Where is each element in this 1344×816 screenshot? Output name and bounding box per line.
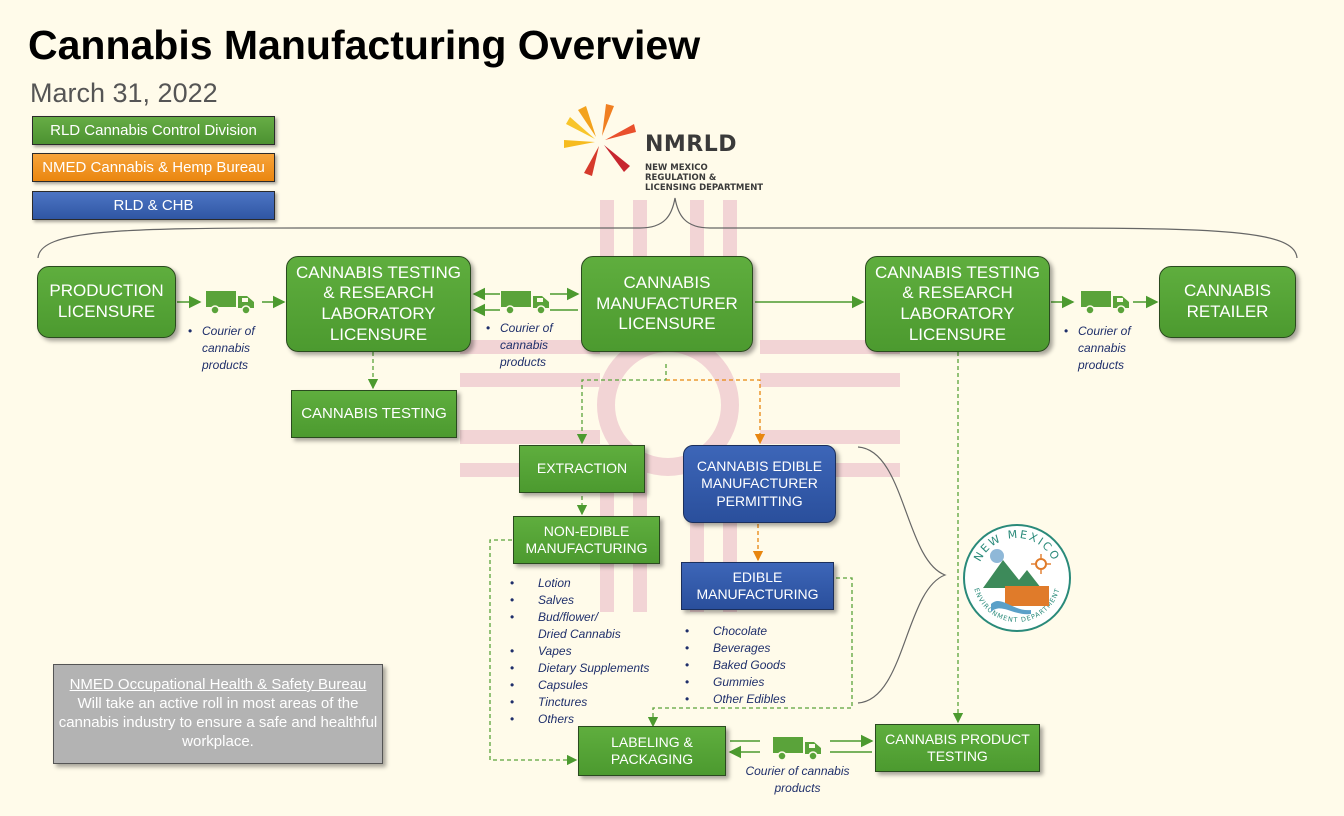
node-production-licensure: PRODUCTION LICENSURE	[37, 266, 176, 338]
page-date: March 31, 2022	[30, 78, 218, 108]
page-title: Cannabis Manufacturing Overview	[28, 22, 701, 68]
nmrld-logo-icon	[564, 104, 636, 176]
list-item: Gummies	[685, 674, 835, 691]
list-item: Tinctures	[510, 694, 680, 711]
node-cannabis-retailer: CANNABIS RETAILER	[1159, 266, 1296, 338]
node-manufacturer-licensure: CANNABIS MANUFACTURER LICENSURE	[581, 256, 753, 352]
legend-rld-chb: RLD & CHB	[32, 191, 275, 220]
truck-icon	[206, 291, 254, 315]
courier-note-2: •Courier of cannabis products	[486, 321, 553, 369]
list-item: Lotion	[510, 575, 680, 592]
node-cannabis-testing: CANNABIS TESTING	[291, 390, 457, 438]
truck-icon	[1081, 291, 1129, 315]
list-item: Salves	[510, 592, 680, 609]
list-item: Capsules	[510, 677, 680, 694]
list-item: Others	[510, 711, 680, 728]
node-testing-lab-2: CANNABIS TESTING & RESEARCH LABORATORY L…	[865, 256, 1050, 352]
osh-body: Will take an active roll in most areas o…	[58, 695, 378, 750]
node-extraction: EXTRACTION	[519, 445, 645, 493]
node-testing-lab-1: CANNABIS TESTING & RESEARCH LABORATORY L…	[286, 256, 471, 352]
non-edible-list: Lotion Salves Bud/flower/ Dried Cannabis…	[510, 575, 680, 728]
list-item: Bud/flower/ Dried Cannabis	[510, 609, 630, 643]
node-product-testing: CANNABIS PRODUCT TESTING	[875, 724, 1040, 772]
truck-icon	[501, 291, 549, 315]
list-item: Chocolate	[685, 623, 835, 640]
node-labeling-packaging: LABELING & PACKAGING	[578, 726, 726, 776]
osh-note-box: NMED Occupational Health & Safety Bureau…	[53, 664, 383, 764]
list-item: Other Edibles	[685, 691, 835, 708]
courier-note-4: Courier of cannabis products	[745, 764, 850, 795]
courier-note-3: •Courier of cannabis products	[1064, 324, 1131, 372]
truck-icon	[773, 737, 821, 761]
node-edible-permitting: CANNABIS EDIBLE MANUFACTURER PERMITTING	[683, 445, 836, 523]
list-item: Beverages	[685, 640, 835, 657]
nmrld-logo-text: NMRLD	[645, 132, 738, 157]
node-edible-manufacturing: EDIBLE MANUFACTURING	[681, 562, 834, 610]
node-non-edible-manufacturing: NON-EDIBLE MANUFACTURING	[513, 516, 660, 564]
nmed-logo-icon: NEW MEXICO ENVIRONMENT DEPARTMENT	[963, 524, 1071, 632]
osh-title: NMED Occupational Health & Safety Bureau	[69, 676, 367, 693]
courier-note-1: •Courier of cannabis products	[188, 324, 255, 372]
list-item: Dietary Supplements	[510, 660, 680, 677]
legend-nmed: NMED Cannabis & Hemp Bureau	[32, 153, 275, 182]
edible-list: Chocolate Beverages Baked Goods Gummies …	[685, 623, 835, 708]
legend-rld: RLD Cannabis Control Division	[32, 116, 275, 145]
list-item: Vapes	[510, 643, 680, 660]
list-item: Baked Goods	[685, 657, 835, 674]
